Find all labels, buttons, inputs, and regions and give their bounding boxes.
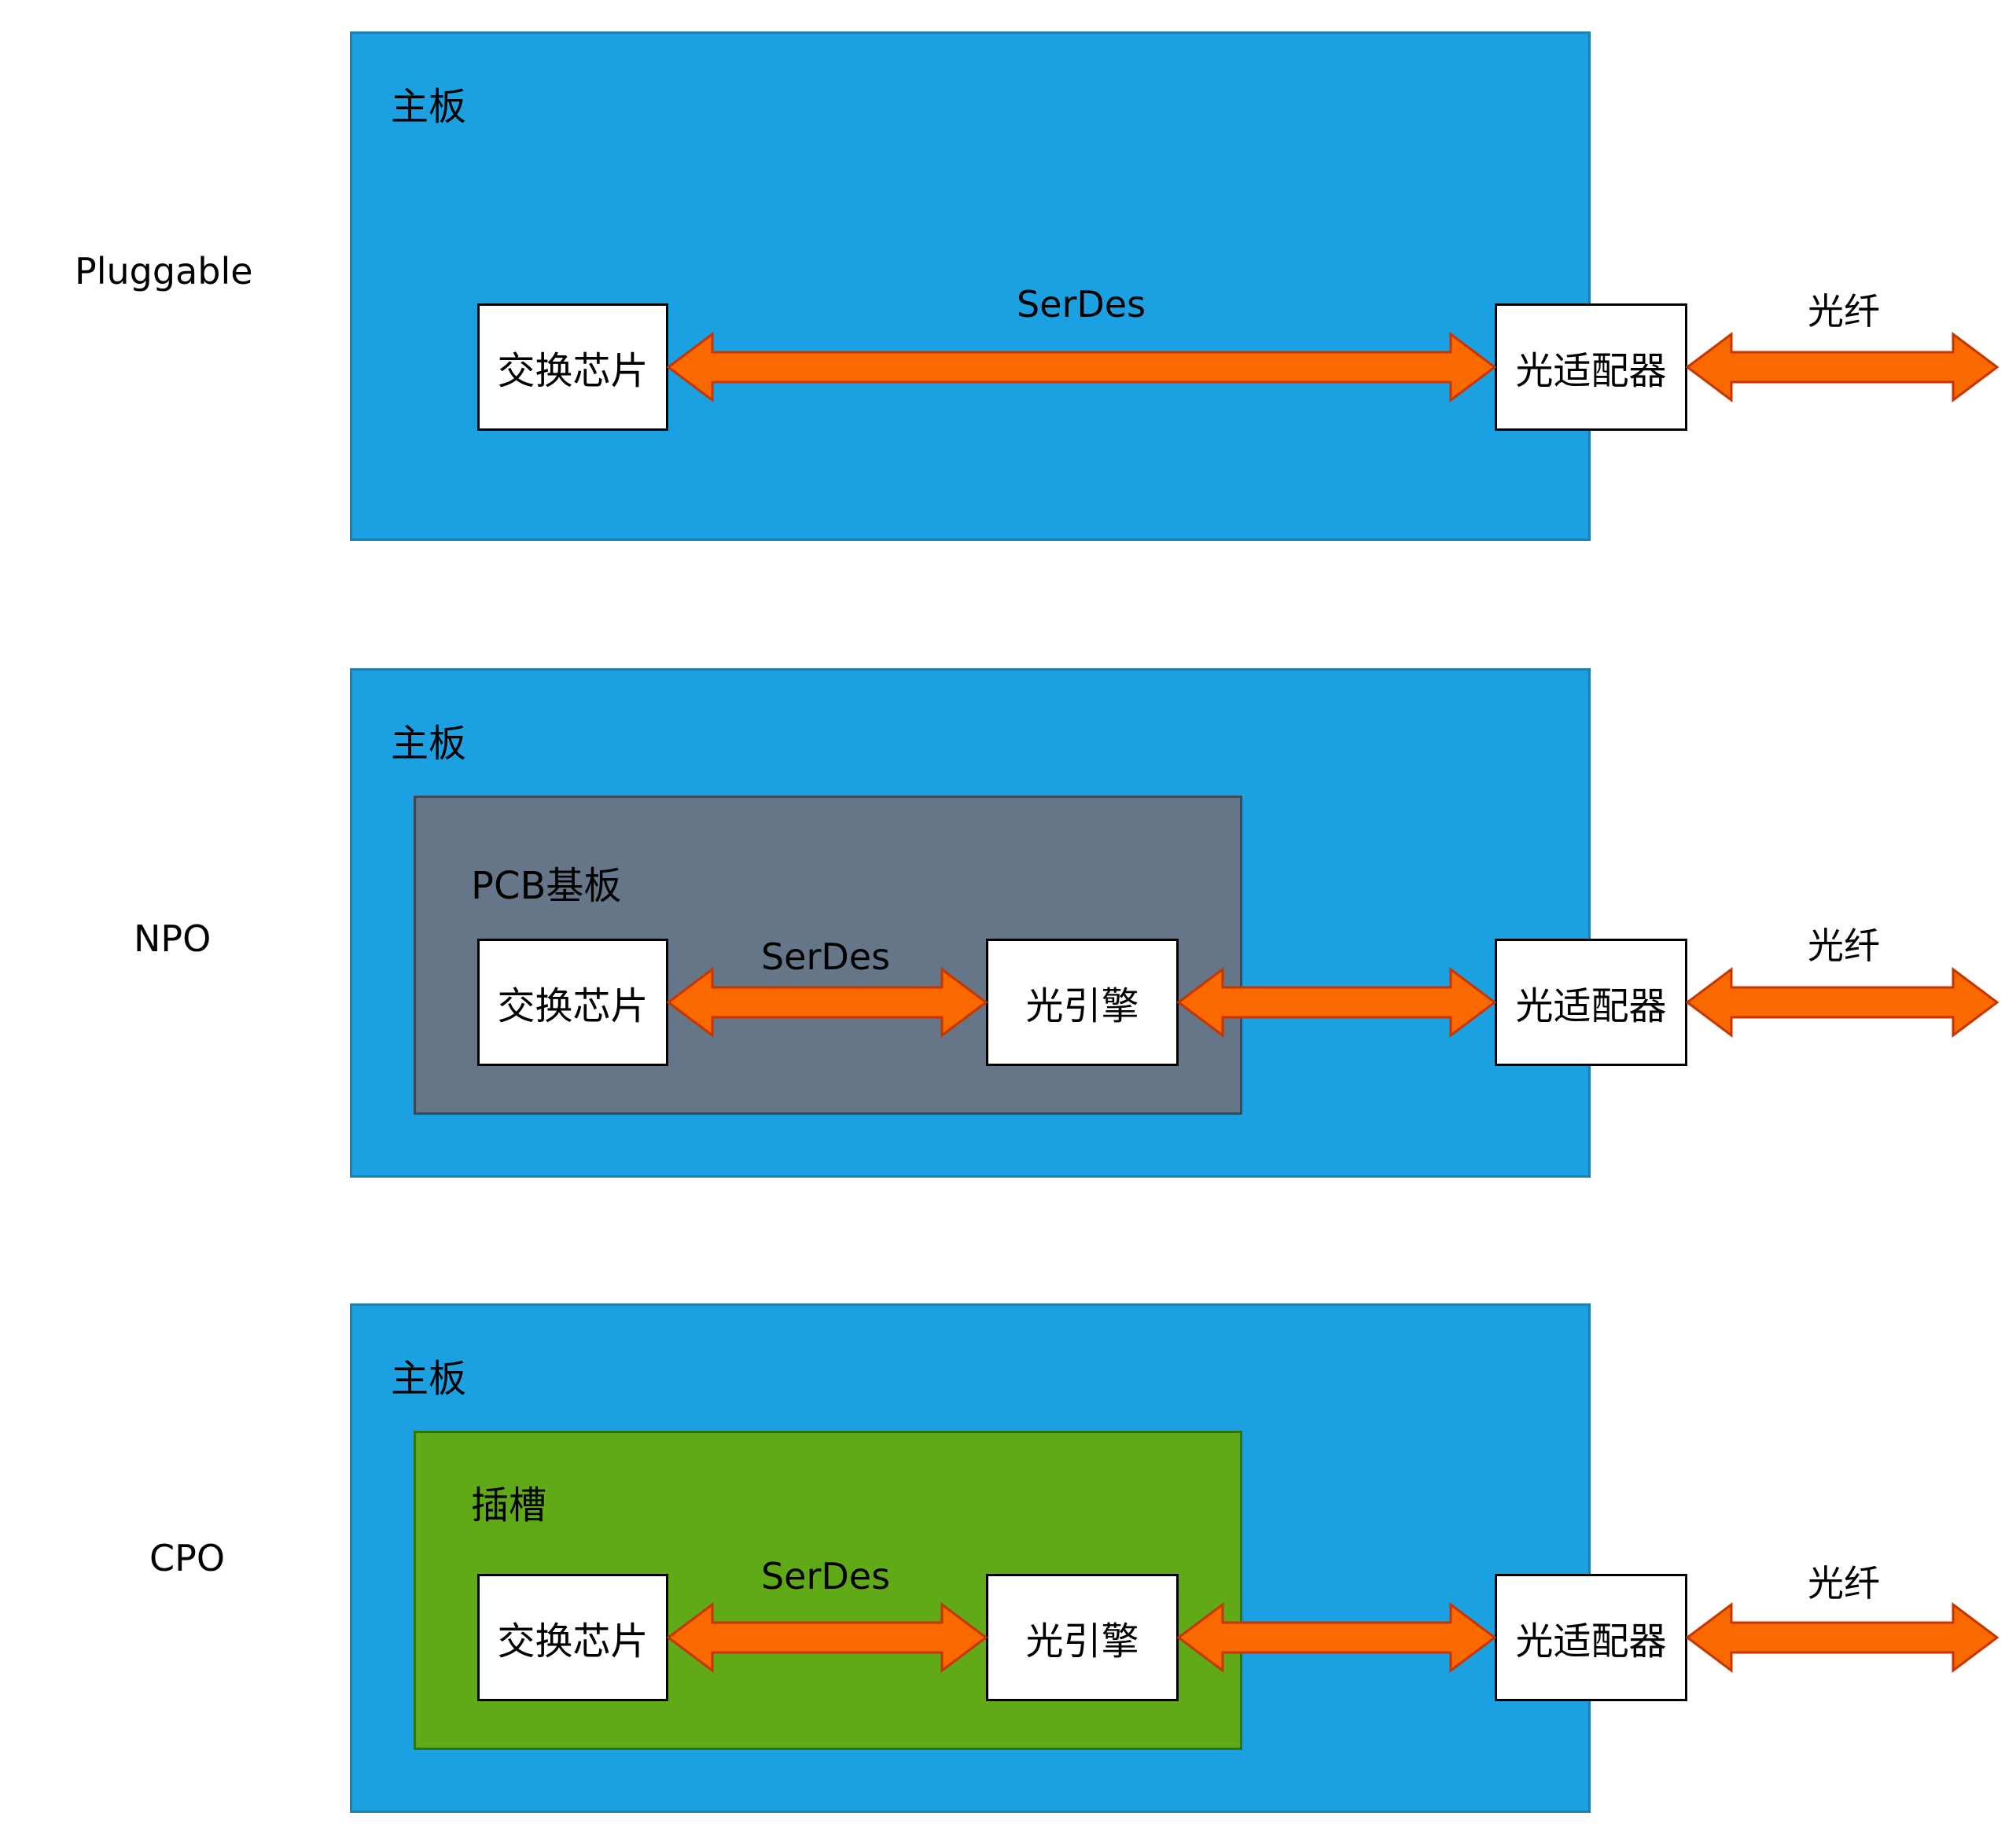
fiber-label-pluggable: 光纤 — [1808, 290, 1880, 333]
serdes-label-npo: SerDes — [760, 936, 891, 978]
fiber-arrow-cpo — [1685, 1602, 1999, 1673]
engine-adapter-arrow-cpo — [1176, 1602, 1497, 1673]
optical-engine-cpo: 光引擎 — [986, 1574, 1179, 1701]
row-label-pluggable: Pluggable — [75, 250, 253, 292]
serdes-arrow-pluggable — [666, 332, 1497, 403]
serdes-label-pluggable: SerDes — [1016, 283, 1146, 325]
serdes-arrow-npo — [666, 967, 988, 1038]
row-label-cpo: CPO — [149, 1537, 226, 1579]
serdes-arrow-cpo — [666, 1602, 988, 1673]
engine-adapter-arrow-npo — [1176, 967, 1497, 1038]
row-label-npo: NPO — [134, 917, 212, 960]
mainboard-label-npo: 主板 — [391, 722, 467, 766]
optical-adapter-npo: 光适配器 — [1495, 939, 1687, 1066]
pcb-substrate-label-npo: PCB基板 — [471, 864, 622, 908]
switch-chip-npo: 交换芯片 — [477, 939, 668, 1066]
mainboard-pluggable — [350, 31, 1591, 541]
fiber-arrow-npo — [1685, 967, 1999, 1038]
slot-substrate-label-cpo: 插槽 — [471, 1483, 547, 1527]
mainboard-label-pluggable: 主板 — [391, 85, 467, 129]
fiber-label-cpo: 光纤 — [1808, 1562, 1880, 1605]
switch-chip-cpo: 交换芯片 — [477, 1574, 668, 1701]
mainboard-label-cpo: 主板 — [391, 1357, 467, 1401]
fiber-label-npo: 光纤 — [1808, 925, 1880, 967]
fiber-arrow-pluggable — [1685, 332, 1999, 403]
optical-adapter-cpo: 光适配器 — [1495, 1574, 1687, 1701]
serdes-label-cpo: SerDes — [760, 1555, 891, 1597]
